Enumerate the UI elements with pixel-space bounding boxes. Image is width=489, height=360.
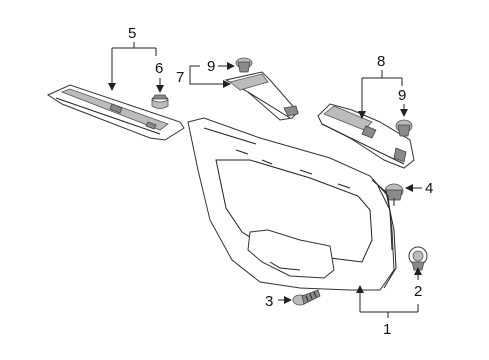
liftgate-trim-panel	[187, 117, 397, 291]
callout-4: 4	[425, 180, 433, 197]
callout-6: 6	[155, 60, 163, 77]
clip-part-9-right	[395, 119, 413, 137]
callout-1: 1	[383, 321, 391, 338]
callout-8: 8	[377, 53, 385, 70]
callout-3: 3	[265, 293, 273, 310]
callout-9-upper: 9	[207, 58, 215, 75]
screw-part-3	[292, 289, 321, 306]
upper-trim-panel-center	[224, 71, 299, 121]
callout-7: 7	[176, 69, 184, 86]
clip-part-2	[408, 246, 428, 271]
callout-labels: 5 6 9 7 8 9 4 2 3 1	[128, 25, 433, 338]
clip-part-9-upper	[235, 57, 253, 73]
push-pin-part-4	[384, 183, 404, 206]
leader-lines	[112, 42, 422, 318]
nut-part-6	[151, 94, 169, 109]
callout-5: 5	[128, 25, 136, 42]
upper-trim-panel-left	[46, 84, 185, 141]
callout-9-right: 9	[398, 87, 406, 104]
callout-2: 2	[414, 283, 422, 300]
